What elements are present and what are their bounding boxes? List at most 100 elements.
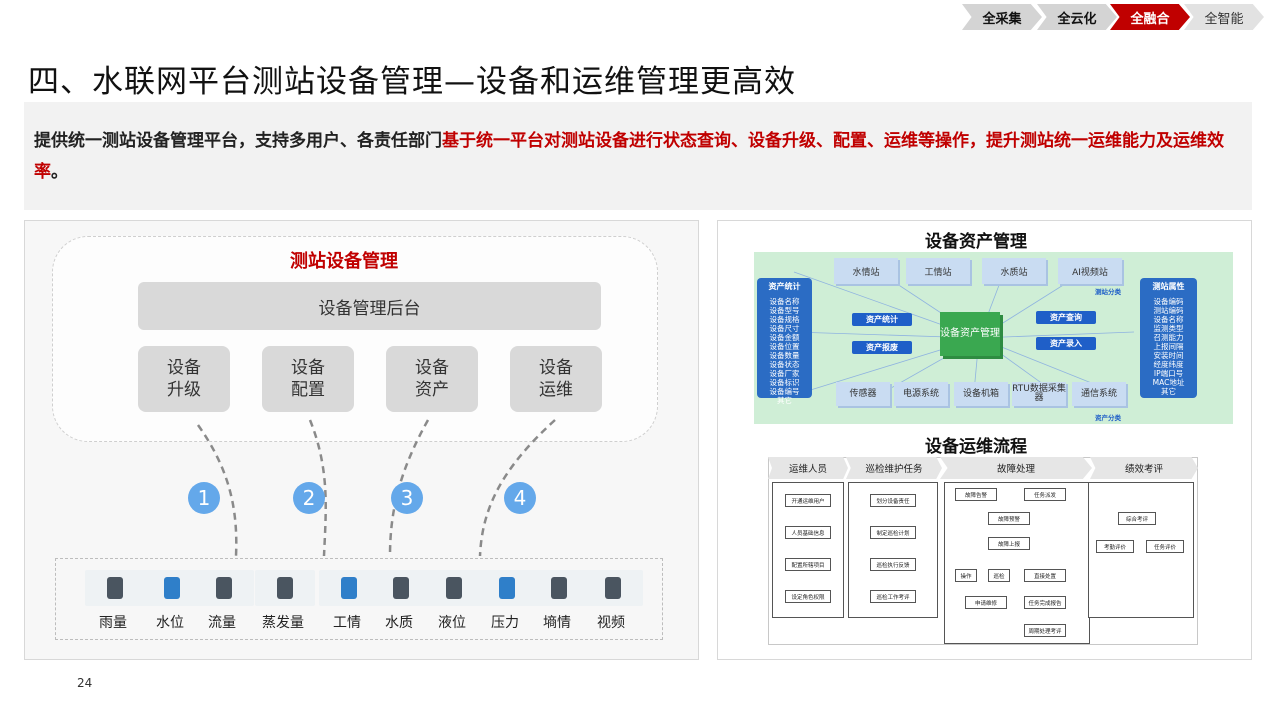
- station-attr-item: 其它: [1161, 387, 1176, 396]
- module-ops[interactable]: 设备运维: [510, 346, 602, 412]
- device-label: 水位: [156, 615, 184, 631]
- flow-title: 设备运维流程: [925, 437, 1027, 457]
- step-3-badge: 3: [391, 482, 423, 514]
- station-box: AI视频站: [1058, 258, 1122, 284]
- station-box: 工情站: [906, 258, 970, 284]
- station-attr-item: 监测类型: [1153, 324, 1184, 333]
- station-attr-item: IP端口号: [1153, 369, 1184, 378]
- flow-head-fault: 故障处理: [940, 457, 1092, 479]
- asset-stat-item: 设备名称: [769, 297, 800, 306]
- asset-stat-item: 其它: [777, 396, 792, 405]
- flow-box: 故障告警: [955, 488, 997, 501]
- soil-moisture-icon: [529, 570, 589, 606]
- device-label: 水质: [385, 615, 413, 631]
- flow-box: 巡检执行反馈: [870, 558, 916, 571]
- station-attr-item: 召测能力: [1153, 333, 1184, 342]
- work-condition-icon: [319, 570, 379, 606]
- nav-item-intelligence[interactable]: 全智能: [1184, 4, 1264, 30]
- step-2-badge: 2: [293, 482, 325, 514]
- module-label: 设备: [539, 358, 573, 378]
- station-attr-head: 测站属性: [1152, 282, 1185, 291]
- device-label: 流量: [208, 615, 236, 631]
- action-entry: 资产录入: [1036, 337, 1096, 350]
- module-label: 升级: [167, 380, 201, 400]
- flow-box: 周期处理考评: [1024, 624, 1066, 637]
- water-quality-icon: [371, 570, 431, 606]
- summary-part2: 基于统一平台对测站设备进行状态查询、设备升级、配置、运维等操作，: [442, 131, 986, 151]
- device-list: [55, 558, 663, 640]
- flow-box: 划分设备责任: [870, 494, 916, 507]
- module-upgrade[interactable]: 设备升级: [138, 346, 230, 412]
- asset-stat-item: 设备厂家: [769, 369, 800, 378]
- flow-meter-icon: [194, 570, 254, 606]
- summary-text: 提供统一测站设备管理平台，支持多用户、各责任部门基于统一平台对测站设备进行状态查…: [34, 126, 1244, 188]
- flow-box: 直接处置: [1024, 569, 1066, 582]
- module-asset[interactable]: 设备资产: [386, 346, 478, 412]
- asset-stats-column: 资产统计设备名称设备型号设备规格设备尺寸设备金额设备位置设备数量设备状态设备厂家…: [757, 278, 812, 405]
- station-attr-item: 设备名称: [1153, 315, 1184, 324]
- asset-stat-item: 设备型号: [769, 306, 800, 315]
- flow-head-evaluation: 绩效考评: [1090, 457, 1198, 479]
- station-attr-item: 测站编码: [1153, 306, 1184, 315]
- module-label: 资产: [415, 380, 449, 400]
- summary-part4: 。: [51, 162, 68, 182]
- video-camera-icon: [583, 570, 643, 606]
- station-attr-item: MAC地址: [1152, 378, 1185, 387]
- page-title: 四、水联网平台测站设备管理—设备和运维管理更高效: [28, 64, 796, 100]
- station-attr-item: 上报间隔: [1153, 342, 1184, 351]
- module-config[interactable]: 设备配置: [262, 346, 354, 412]
- asset-stat-item: 设备编号: [769, 387, 800, 396]
- device-label: 蒸发量: [262, 615, 304, 631]
- action-query: 资产查询: [1036, 311, 1096, 324]
- summary-part3: 提升测站统一运维能力及运维效率: [34, 131, 1224, 182]
- asset-title: 设备资产管理: [925, 232, 1027, 252]
- panel-title: 测站设备管理: [290, 251, 398, 272]
- rain-gauge-icon: [85, 570, 145, 606]
- device-label: 雨量: [99, 615, 127, 631]
- page-number: 24: [77, 676, 93, 690]
- evaporation-icon: [255, 570, 315, 606]
- station-attr-item: 设备编码: [1153, 297, 1184, 306]
- backend-box: 设备管理后台: [138, 282, 601, 330]
- flow-box: 人员基础信息: [785, 526, 831, 539]
- nav-item-fusion[interactable]: 全融合: [1110, 4, 1190, 30]
- device-label: 液位: [438, 615, 466, 631]
- device-label: 墒情: [543, 615, 571, 631]
- module-label: 设备: [415, 358, 449, 378]
- flow-box: 巡检: [988, 569, 1010, 582]
- category-box: 传感器: [836, 382, 890, 406]
- station-tag: 测站分类: [1095, 288, 1121, 296]
- flow-box: 申请维修: [965, 596, 1007, 609]
- station-box: 水情站: [834, 258, 898, 284]
- asset-stat-item: 设备数量: [769, 351, 800, 360]
- summary-banner: 提供统一测站设备管理平台，支持多用户、各责任部门基于统一平台对测站设备进行状态查…: [24, 102, 1252, 210]
- flow-box: 综合考评: [1118, 512, 1156, 525]
- flow-head-staff: 运维人员: [768, 457, 848, 479]
- device-label: 压力: [491, 615, 519, 631]
- module-label: 设备: [167, 358, 201, 378]
- module-label: 设备: [291, 358, 325, 378]
- station-box: 水质站: [982, 258, 1046, 284]
- nav-item-collect[interactable]: 全采集: [962, 4, 1042, 30]
- category-box: 设备机箱: [954, 382, 1008, 406]
- flow-box: 考勤评价: [1096, 540, 1134, 553]
- flow-box: 操作: [955, 569, 977, 582]
- top-nav: 全采集 全云化 全融合 全智能: [962, 4, 1280, 30]
- pressure-icon: [477, 570, 537, 606]
- flow-box: 故障预警: [988, 512, 1030, 525]
- flow-col-fault: [944, 482, 1090, 644]
- water-level-icon: [142, 570, 202, 606]
- category-box: 通信系统: [1072, 382, 1126, 406]
- flow-box: 任务完成报告: [1024, 596, 1066, 609]
- asset-stat-item: 设备尺寸: [769, 324, 800, 333]
- flow-box: 任务评价: [1146, 540, 1184, 553]
- nav-item-cloud[interactable]: 全云化: [1037, 4, 1117, 30]
- asset-stat-item: 设备标识: [769, 378, 800, 387]
- station-attr-item: 经度纬度: [1153, 360, 1184, 369]
- asset-center: 设备资产管理: [940, 312, 1000, 356]
- liquid-level-icon: [424, 570, 484, 606]
- step-1-badge: 1: [188, 482, 220, 514]
- flow-box: 巡检工作考评: [870, 590, 916, 603]
- flow-box: 制定巡检计划: [870, 526, 916, 539]
